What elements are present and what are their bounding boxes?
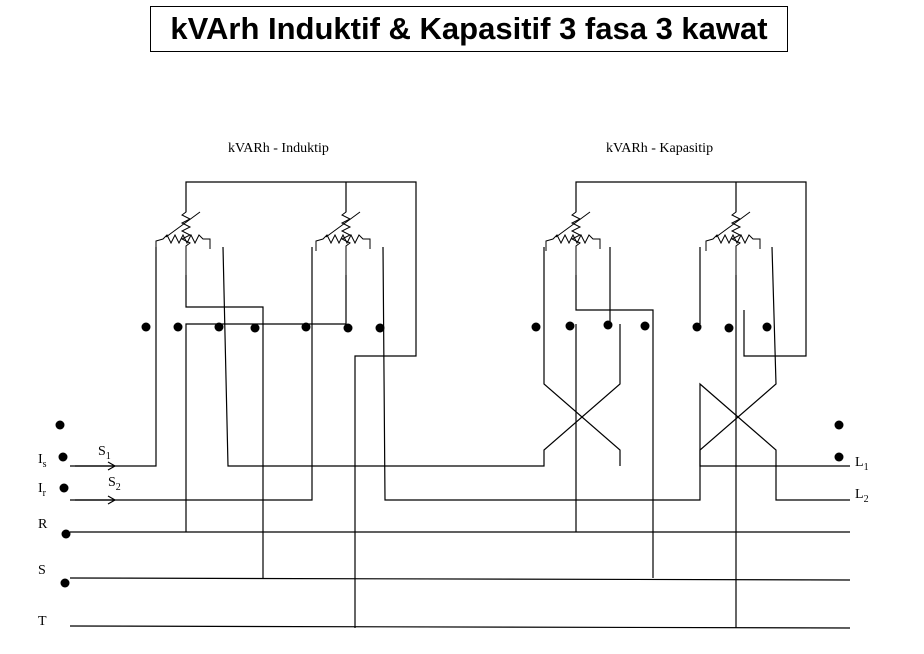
bus-t-line [69, 625, 851, 629]
terminal-dot [60, 578, 70, 588]
terminal-dot [141, 322, 151, 332]
terminal-dot [724, 323, 734, 333]
s2-label: S2 [108, 475, 121, 493]
r-label: R [38, 517, 48, 532]
terminal-dot [565, 321, 575, 331]
terminal-dot [58, 452, 68, 462]
terminal-dot [762, 322, 772, 332]
terminal-dot [250, 323, 260, 333]
terminal-dot [603, 320, 613, 330]
terminal-dot [640, 321, 650, 331]
terminal-dots [55, 320, 844, 588]
terminal-dot [692, 322, 702, 332]
terminal-dot [173, 322, 183, 332]
bus-s-line [69, 577, 851, 581]
terminal-dot [531, 322, 541, 332]
terminal-dot [55, 420, 65, 430]
inductive-meter [70, 181, 850, 628]
capacitive-meter [543, 181, 850, 628]
terminal-dot [343, 323, 353, 333]
diagram-title: kVArh Induktif & Kapasitif 3 fasa 3 kawa… [150, 6, 788, 52]
l1-label: L1 [855, 455, 869, 473]
s2-arrow [75, 495, 117, 505]
ir-label: Ir [38, 481, 47, 499]
terminal-dot [214, 322, 224, 332]
s-label: S [38, 563, 46, 578]
terminal-dot [375, 323, 385, 333]
terminal-dot [834, 452, 844, 462]
is-label: Is [38, 452, 47, 470]
inductive-meter-label: kVARh - Induktip [228, 141, 329, 156]
terminal-dot [59, 483, 69, 493]
terminal-dot [834, 420, 844, 430]
capacitive-meter-label: kVARh - Kapasitip [606, 141, 713, 156]
l2-label: L2 [855, 487, 869, 505]
s1-arrow [75, 461, 117, 471]
terminal-dot [301, 322, 311, 332]
t-label: T [38, 614, 47, 629]
s1-label: S1 [98, 444, 111, 462]
terminal-dot [61, 529, 71, 539]
